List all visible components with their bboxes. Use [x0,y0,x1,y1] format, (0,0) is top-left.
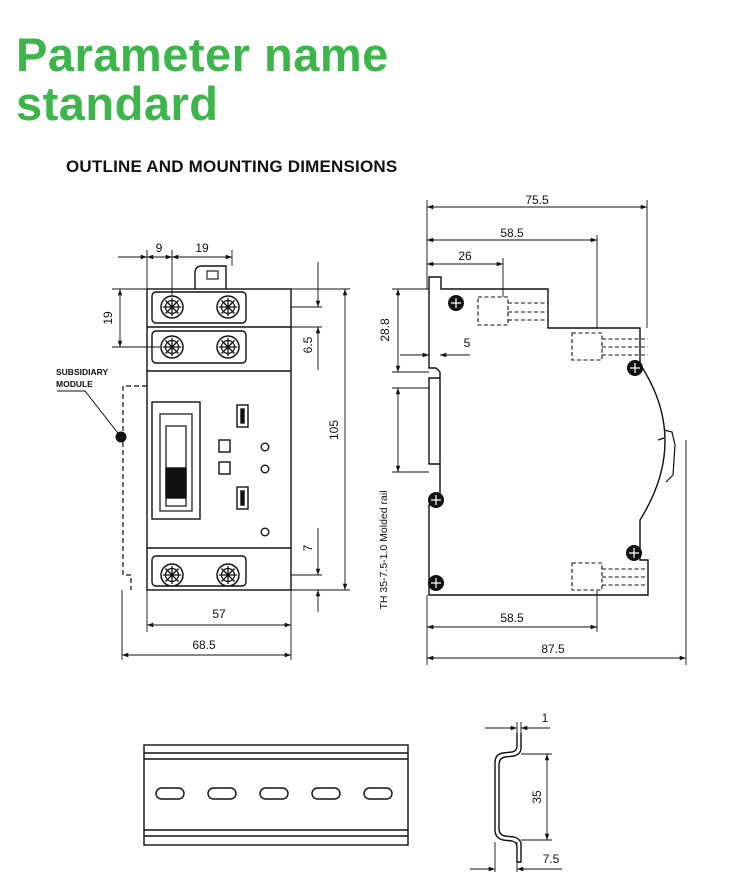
front-labels: 9 19 19 6.5 105 7 57 68.5 SUBSIDIARY MOD… [56,241,341,652]
dim-label: 87.5 [541,642,565,656]
callout-dot [115,431,127,443]
screw-icon [160,335,184,359]
dim-label: 58.5 [500,611,524,625]
screw-icon [160,295,184,319]
dim-label: 68.5 [192,638,216,652]
dim-label: 75.5 [525,193,549,207]
front-body-outline [146,288,292,591]
dim-label: 6.5 [301,336,315,353]
screw-icon [216,335,240,359]
bolt-icon [427,491,445,509]
title-line-2: standard [16,77,219,130]
screw-icon [216,295,240,319]
title-line-1: Parameter name [16,28,389,81]
dim-label: 1 [542,711,549,725]
subsidiary-module-outline [122,385,147,590]
side-dimensions [392,200,687,665]
dim-label: 19 [195,241,209,255]
front-view [122,265,292,591]
dim-label: 7.5 [543,852,560,866]
handle-window [151,401,201,520]
dim-label: 7 [301,544,315,551]
dim-label: 28.8 [378,318,392,342]
page-title: Parameter name standard [16,30,389,128]
side-labels: 75.5 58.5 26 28.8 5 TH 35-7.5-1.0 Molded… [378,193,565,656]
screw-icon [160,563,184,587]
bolt-icon [447,294,465,312]
dim-label: 5 [464,336,471,350]
section-subtitle: OUTLINE AND MOUNTING DIMENSIONS [66,157,398,176]
rail-profile [494,733,522,863]
din-clip [194,265,227,289]
bolt-icon [427,574,445,592]
dim-label: 26 [458,249,472,263]
dim-label: 9 [156,241,163,255]
dim-label: 105 [327,420,341,440]
dim-label: 19 [101,311,115,325]
side-terminals [477,296,648,591]
din-rail [143,744,409,846]
bolt-icon [625,544,643,562]
dim-label: 58.5 [500,226,524,240]
side-view [428,276,676,596]
callout-label-line2: MODULE [56,379,93,389]
callout-label-line1: SUBSIDIARY [56,367,108,377]
dim-label: 35 [530,790,544,804]
front-dimensions [57,250,350,660]
side-body-outline [428,276,666,596]
bolt-icon [626,359,644,377]
screw-icon [216,563,240,587]
rail-label: TH 35-7.5-1.0 Molded rail [378,490,390,609]
rail-profile-dimensions [470,722,562,872]
dim-label: 57 [212,607,226,621]
rail-profile-labels: 1 35 7.5 [530,711,560,866]
